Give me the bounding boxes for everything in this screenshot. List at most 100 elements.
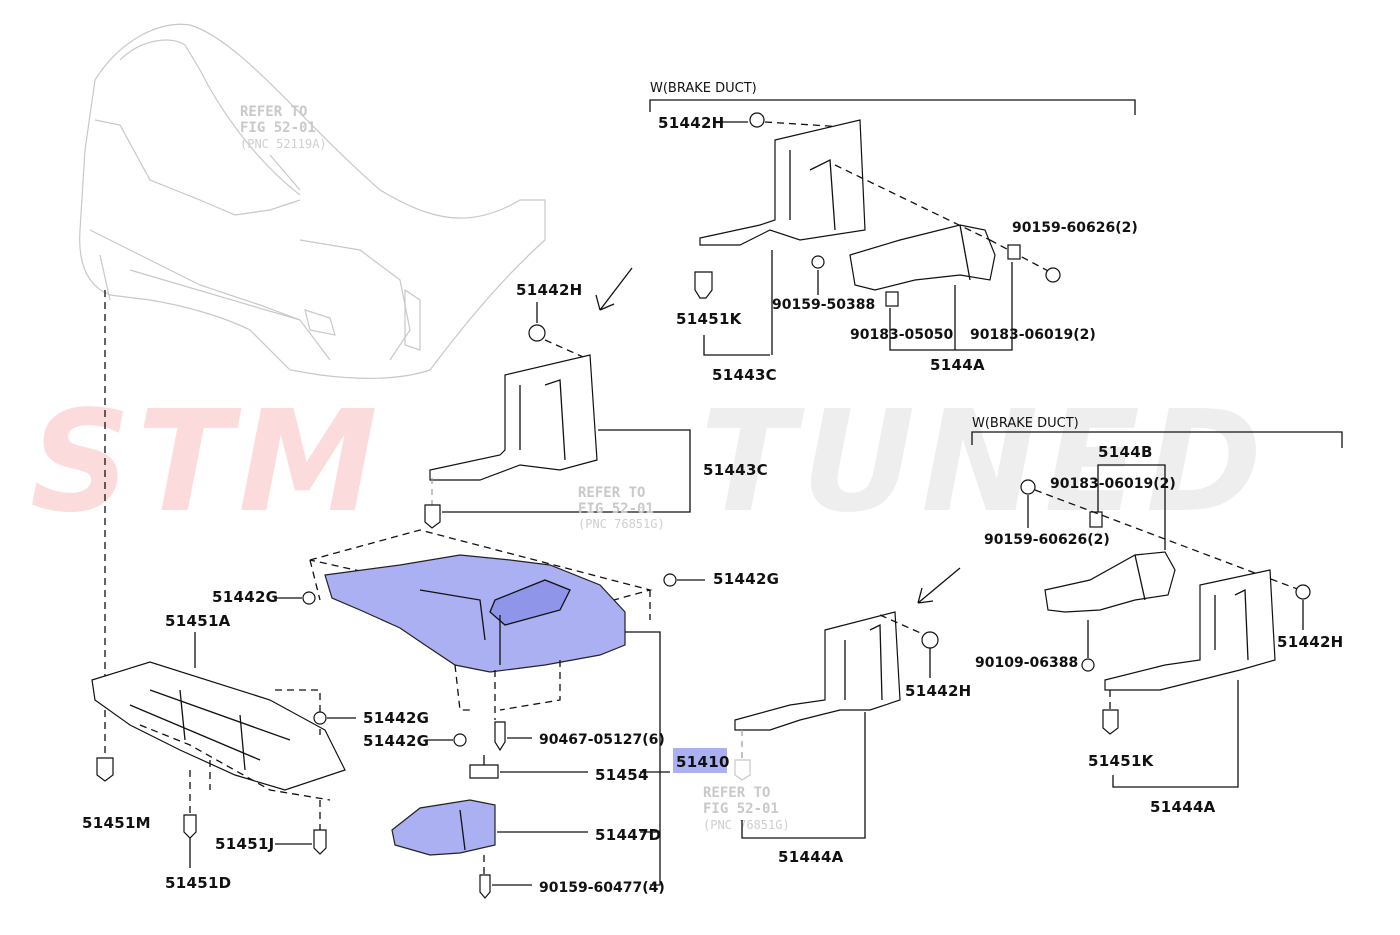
- label-51410-highlight: [673, 748, 727, 773]
- label-51442G-a: 51442G: [363, 709, 429, 727]
- label-51451D: 51451D: [165, 874, 231, 892]
- label-90159-50388: 90159-50388: [772, 297, 875, 313]
- line: [489, 579, 571, 626]
- brake-duct-right-bracket: [971, 431, 1343, 448]
- clip-icon: [313, 711, 327, 725]
- label-51442H-right: 51442H: [1277, 633, 1344, 651]
- screw-icon: [494, 721, 506, 752]
- bolt-icon: [1045, 267, 1061, 283]
- label-90159-60626-top: 90159-60626(2): [1012, 220, 1138, 236]
- line: [419, 589, 486, 641]
- bracket-5144A: [889, 262, 1013, 351]
- clip-icon: [749, 112, 765, 128]
- refer-low-line1: REFER TO: [703, 785, 770, 801]
- dash-line: [454, 664, 470, 711]
- dash-line: [834, 164, 991, 241]
- brake-duct-right-header: W(BRAKE DUCT): [972, 416, 1079, 431]
- label-90159-60626-right: 90159-60626(2): [984, 532, 1110, 548]
- line: [1134, 554, 1146, 601]
- line: [959, 224, 971, 281]
- nut-icon: [1089, 511, 1103, 528]
- bracket-piece-icon: [469, 764, 499, 779]
- line: [129, 689, 291, 771]
- label-90109-06388: 90109-06388: [975, 655, 1078, 671]
- refer-bumper-line2: FIG 52-01: [240, 120, 316, 136]
- label-90183-05050: 90183-05050: [850, 327, 953, 343]
- label-51451K-right: 51451K: [1088, 752, 1155, 770]
- duct-bracket-mid: [429, 354, 598, 481]
- label-51447D: 51447D: [595, 826, 661, 844]
- label-51444A-right: 51444A: [1150, 798, 1216, 816]
- label-5144A: 5144A: [930, 356, 985, 374]
- watermark-stm: STM: [30, 381, 384, 544]
- refer-mid-line1: REFER TO: [578, 485, 645, 501]
- front-splash-shield: [91, 661, 346, 791]
- label-51444A-center: 51444A: [778, 848, 844, 866]
- clip-icon: [663, 573, 677, 587]
- line: [544, 379, 566, 461]
- refer-mid-line3: (PNC 76851G): [578, 517, 665, 531]
- label-51451K-top: 51451K: [676, 310, 743, 328]
- watermark: STM TUNED: [30, 381, 1268, 544]
- label-5144B: 5144B: [1098, 443, 1153, 461]
- ghost-clip-icon: [734, 759, 751, 781]
- engine-under-cover-main: [324, 554, 626, 673]
- refer-low-line3: (PNC 76851G): [703, 818, 790, 832]
- bracket-51444A-center: [741, 712, 866, 839]
- dash-line: [879, 614, 926, 636]
- label-51442G-b: 51442G: [363, 732, 429, 750]
- label-51410: 51410: [676, 753, 730, 771]
- front-bumper-ghost: [79, 23, 546, 379]
- screw-icon: [183, 814, 197, 839]
- refer-low-line2: FIG 52-01: [703, 801, 779, 817]
- bracket-51444A-right: [1112, 680, 1239, 788]
- bracket-51443C-top: [703, 335, 770, 356]
- push-clip-icon: [1102, 709, 1119, 735]
- clip-icon: [453, 733, 467, 747]
- clip-icon: [302, 591, 316, 605]
- dash-line: [309, 559, 321, 601]
- watermark-tuned: TUNED: [700, 381, 1268, 544]
- label-51451A: 51451A: [165, 612, 231, 630]
- refer-bumper-leader: [269, 154, 301, 191]
- bolt-icon: [921, 631, 939, 649]
- line: [809, 158, 836, 231]
- label-51442G-right: 51442G: [713, 570, 779, 588]
- line: [459, 809, 466, 851]
- brake-duct-top-header: W(BRAKE DUCT): [650, 81, 757, 96]
- refer-bumper-line3: (PNC 52119A): [240, 137, 327, 151]
- clip-icon: [1020, 479, 1036, 495]
- refer-mid-line2: FIG 52-01: [578, 501, 654, 517]
- lower-cover-51447D: [391, 799, 496, 856]
- brake-duct-hose-right: [1044, 551, 1176, 613]
- refer-bumper-line1: REFER TO: [240, 104, 307, 120]
- bracket-51410: [625, 631, 661, 886]
- arrow-right: [917, 567, 961, 604]
- nut-icon: [1007, 244, 1021, 260]
- line: [1097, 464, 1166, 550]
- bracket-51443C-mid: [442, 429, 691, 513]
- label-51442H-top: 51442H: [658, 114, 725, 132]
- label-90467-05127: 90467-05127(6): [539, 732, 665, 748]
- clip-icon: [528, 324, 546, 342]
- bolt-icon: [1081, 658, 1095, 672]
- arrow-top: [595, 267, 633, 311]
- line: [1234, 588, 1249, 661]
- line: [869, 623, 883, 701]
- label-51442H-mid: 51442H: [516, 281, 583, 299]
- nut-icon: [885, 291, 899, 307]
- label-51454: 51454: [595, 766, 649, 784]
- label-51443C-top: 51443C: [712, 366, 777, 384]
- label-51442H-center: 51442H: [905, 682, 972, 700]
- label-90159-60477: 90159-60477(4): [539, 880, 665, 896]
- duct-bracket-center: [734, 611, 901, 731]
- push-clip-icon: [96, 757, 114, 782]
- brake-duct-top-bracket: [649, 99, 1136, 115]
- dash-line: [764, 121, 861, 129]
- label-51443C-mid: 51443C: [703, 461, 768, 479]
- dash-line: [499, 660, 561, 711]
- label-51442G-left: 51442G: [212, 588, 278, 606]
- screw-icon: [313, 829, 327, 855]
